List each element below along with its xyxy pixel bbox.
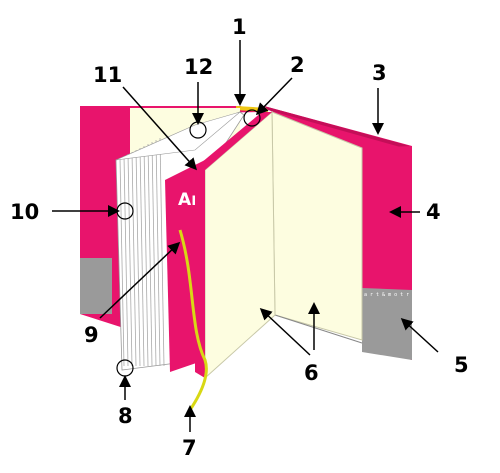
callout-11: 11	[93, 63, 122, 87]
page-fold-line	[274, 314, 363, 344]
callout-6: 6	[304, 361, 319, 385]
leader-2	[255, 77, 293, 116]
callout-3: 3	[372, 61, 387, 85]
leader-5	[400, 317, 439, 353]
callout-7: 7	[182, 436, 197, 460]
leader-6a	[259, 307, 311, 356]
callout-5: 5	[454, 353, 469, 377]
callout-4: 4	[426, 200, 441, 224]
callout-2: 2	[290, 53, 305, 77]
callout-8: 8	[118, 404, 133, 428]
front-cover: a r t & m o t r	[264, 106, 412, 360]
leader-9	[99, 241, 181, 319]
callout-12: 12	[184, 55, 213, 79]
callout-9: 9	[84, 323, 99, 347]
flap-tiny-text: a r t & m o t r	[364, 292, 409, 298]
endpaper-front	[271, 111, 363, 341]
callout-1: 1	[232, 15, 247, 39]
detail-circle-2	[243, 109, 261, 127]
callout-10: 10	[10, 200, 39, 224]
ribbon-marker	[178, 229, 208, 411]
spine-title: Ar	[178, 190, 200, 210]
leader-11	[122, 86, 197, 171]
